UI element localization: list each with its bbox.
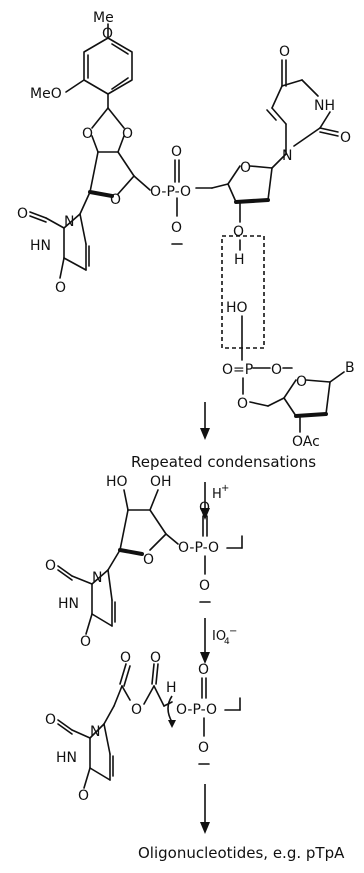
p-r1-double-o: O xyxy=(199,500,210,516)
condensation-box xyxy=(221,235,265,349)
three-prime-o: O xyxy=(233,224,244,240)
ring-o-2: O xyxy=(240,160,251,176)
deoxyribose-ring-2 xyxy=(211,153,287,223)
phosphodiester-1: O-P-O xyxy=(150,184,191,200)
uracil-3-hn: HN xyxy=(58,596,79,612)
final-product-label: Oligonucleotides, e.g. pTpA xyxy=(138,844,345,862)
periodate-subscript: 4 xyxy=(224,637,230,647)
hydroxy-box-label: HO xyxy=(226,300,248,316)
p1-anion-o: O xyxy=(171,220,182,236)
hydroxy-label-b: OH xyxy=(150,474,172,490)
methoxy-o-label: O xyxy=(102,26,113,42)
p-r1-anion-o: O xyxy=(199,578,210,594)
p-r2-anion-o: O xyxy=(198,740,209,756)
p1-double-o: O xyxy=(171,144,182,160)
uracil-3-o-bottom: O xyxy=(80,634,91,650)
uracil-1-hn: HN xyxy=(30,238,51,254)
uracil-2 xyxy=(266,59,339,155)
acetal-bridge xyxy=(91,107,125,153)
acetal-o-left: O xyxy=(82,126,93,142)
uracil-4-n: N xyxy=(90,724,100,740)
uracil-1-o-bottom: O xyxy=(55,280,66,296)
phosphodiester-2: O-P-O xyxy=(178,540,219,556)
three-prime-h: H xyxy=(234,252,245,268)
base-label: B xyxy=(345,360,355,376)
aldehyde-o-2: O xyxy=(150,650,161,666)
ring-o-3: O xyxy=(296,374,307,390)
ring-o-1: O xyxy=(110,192,121,208)
periodate-charge: − xyxy=(229,626,237,637)
arrow-3 xyxy=(200,618,210,664)
ribose-ring-1 xyxy=(79,151,151,215)
p2-ester-o: O xyxy=(237,396,248,412)
p2-label: O=P xyxy=(222,362,253,378)
repeated-condensations-label: Repeated condensations xyxy=(131,453,316,471)
ring-o-4: O xyxy=(143,552,154,568)
uracil-2-nh: NH xyxy=(314,98,335,114)
phosphodiester-3: O-P-O xyxy=(176,702,217,718)
uracil-2-o-top: O xyxy=(279,44,290,60)
ring-o-5: O xyxy=(131,702,142,718)
p2-anion-o: O xyxy=(271,362,282,378)
dialdehyde xyxy=(103,663,173,725)
arrow-2 xyxy=(200,482,210,520)
uracil-1 xyxy=(29,211,90,279)
acetoxy-label: OAc xyxy=(292,434,320,450)
arrow-4 xyxy=(200,784,210,834)
elimination-head xyxy=(168,720,176,728)
uracil-1-n: N xyxy=(64,214,74,230)
aryl-ring xyxy=(65,23,133,109)
uracil-2-o-right: O xyxy=(340,130,351,146)
aldehyde-h: H xyxy=(166,680,177,696)
uracil-1-o-top: O xyxy=(17,206,28,222)
elimination-curve xyxy=(167,695,173,723)
acid-charge: + xyxy=(221,483,229,494)
uracil-3-n: N xyxy=(92,570,102,586)
uracil-4-o-top: O xyxy=(45,712,56,728)
ribose-ring-4 xyxy=(107,489,179,571)
methoxy-label: MeO xyxy=(30,86,62,102)
periodate-label: IO xyxy=(212,629,226,644)
uracil-2-n: N xyxy=(282,148,292,164)
acetal-o-right: O xyxy=(122,126,133,142)
acid-label: H xyxy=(212,487,222,502)
arrow-1 xyxy=(200,402,210,440)
methyl-label: Me xyxy=(93,10,114,26)
deoxyribose-ring-3 xyxy=(267,371,345,433)
uracil-3 xyxy=(57,565,116,635)
hydroxy-label-a: HO xyxy=(106,474,128,490)
p-r2-double-o: O xyxy=(198,662,209,678)
uracil-3-o-top: O xyxy=(45,558,56,574)
uracil-4-hn: HN xyxy=(56,750,77,766)
uracil-4-o-bottom: O xyxy=(78,788,89,804)
uracil-4 xyxy=(57,719,114,789)
aldehyde-o-1: O xyxy=(120,650,131,666)
